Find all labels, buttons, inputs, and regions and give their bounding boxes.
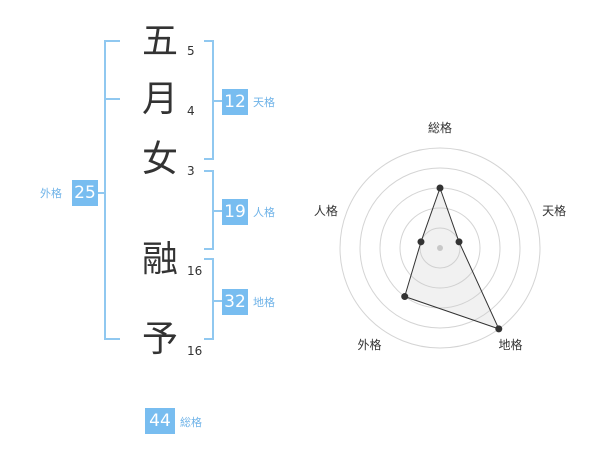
- radar-point-4: [401, 293, 409, 301]
- tenkaku-label: 天格: [253, 96, 275, 109]
- radar-center-dot: [437, 245, 443, 251]
- chikaku-value: 32: [222, 289, 248, 315]
- radar-axis-label-5: 人格: [314, 203, 338, 218]
- name-character-3: 女: [141, 139, 178, 180]
- stroke-count-3: 3: [187, 164, 195, 178]
- radar-ring: [399, 207, 481, 289]
- gaikaku-label: 外格: [40, 187, 62, 200]
- jinkaku-value: 19: [222, 199, 248, 225]
- gaikaku-value: 25: [72, 180, 98, 206]
- stroke-count-1: 5: [187, 44, 195, 58]
- name-character-5: 予: [141, 319, 178, 360]
- radar-ring: [419, 227, 461, 269]
- name-character-4: 融: [141, 239, 178, 280]
- radar-axis-label-2: 天格: [542, 203, 566, 218]
- tenkaku-value: 12: [222, 89, 248, 115]
- radar-value-polygon: [404, 186, 500, 330]
- name-character-2: 月: [141, 79, 178, 120]
- radar-rings: [339, 147, 541, 349]
- chikaku-label: 地格: [253, 296, 275, 309]
- jinkaku-label: 人格: [253, 206, 275, 219]
- radar-ring: [359, 167, 521, 329]
- soukaku-value: 44: [145, 408, 175, 434]
- radar-point-3: [495, 325, 503, 333]
- radar-point-2: [455, 238, 463, 246]
- radar-axis-label-1: 総格: [428, 120, 452, 135]
- radar-ring: [339, 147, 541, 349]
- radar-axis-label-4: 外格: [357, 337, 381, 352]
- name-character-1: 五: [141, 21, 178, 62]
- stroke-count-2: 4: [187, 104, 195, 118]
- stroke-count-4: 16: [187, 264, 203, 278]
- soukaku-label: 総格: [180, 416, 202, 429]
- stroke-count-5: 16: [187, 344, 203, 358]
- radar-point-1: [436, 184, 444, 192]
- radar-point-5: [417, 238, 425, 246]
- radar-axis-label-3: 地格: [498, 337, 522, 352]
